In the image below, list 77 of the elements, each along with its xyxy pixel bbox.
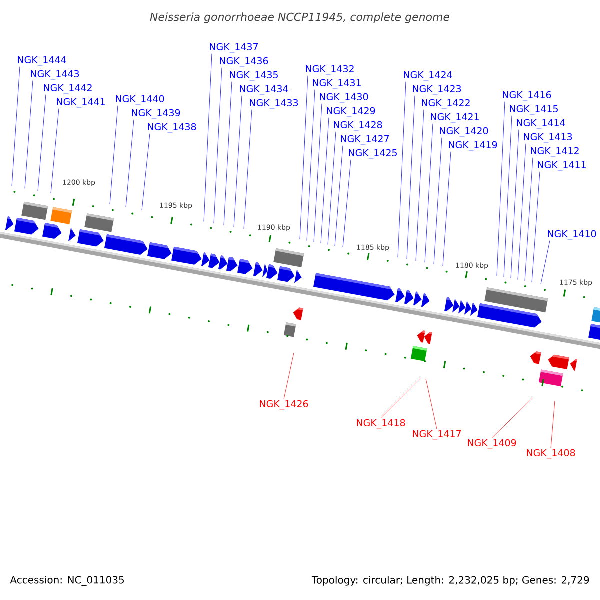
gene-label: NGK_1422: [422, 99, 470, 109]
gene-label: NGK_1412: [531, 147, 579, 157]
leader-line: [532, 172, 540, 283]
leader-line: [320, 118, 330, 244]
leader-line: [518, 144, 526, 280]
leader-line: [12, 66, 20, 186]
gene-label: NGK_1414: [517, 119, 566, 129]
leader-line: [510, 130, 520, 279]
gene-label: NGK_1432: [306, 65, 354, 75]
gene-label: NGK_1416: [503, 91, 552, 101]
gene-label: NGK_1440: [116, 95, 164, 105]
gene-label: NGK_1410: [548, 230, 596, 240]
leader-line: [244, 110, 252, 230]
leader-line: [224, 82, 232, 226]
leader-line: [342, 160, 352, 248]
leader-line: [126, 120, 134, 208]
leader-line: [504, 116, 512, 278]
leader-line: [110, 106, 118, 204]
gene-label: NGK_1426: [260, 400, 308, 410]
gene-label: NGK_1415: [510, 105, 558, 115]
gene-label: NGK_1423: [413, 85, 462, 95]
gene-label: NGK_1434: [240, 85, 288, 95]
gene-label: NGK_1413: [524, 133, 572, 143]
gene-label: NGK_1441: [57, 98, 105, 108]
leader-line: [142, 134, 150, 210]
gene-label: NGK_1424: [404, 71, 452, 81]
gene-label: NGK_1420: [440, 127, 488, 137]
gene-label: NGK_1428: [334, 121, 382, 131]
gene-label: NGK_1429: [327, 107, 376, 117]
leader-line: [50, 108, 60, 194]
gene-label: NGK_1419: [449, 141, 498, 151]
gene-label: NGK_1411: [538, 161, 586, 171]
gene-label: NGK_1425: [349, 149, 397, 159]
leader-line: [234, 96, 242, 228]
leader-line: [398, 82, 406, 258]
gene-label: NGK_1409: [468, 439, 516, 449]
accession-text: Accession: NC_011035: [10, 576, 124, 586]
leader-line: [442, 152, 452, 266]
leader-line: [284, 352, 294, 400]
gene-label: NGK_1438: [148, 123, 196, 133]
leader-line: [328, 132, 336, 245]
leader-line: [38, 94, 46, 192]
gene-label: NGK_1442: [44, 84, 92, 94]
leader-line: [524, 158, 534, 282]
leader-line: [416, 110, 424, 262]
leader-line: [334, 146, 344, 246]
gene-label: NGK_1421: [431, 113, 479, 123]
gene-label: NGK_1435: [230, 71, 278, 81]
gene-label: NGK_1418: [357, 419, 406, 429]
gene-label: NGK_1417: [413, 430, 461, 440]
title: Neisseria gonorrhoeae NCCP11945, complete genome: [150, 12, 450, 24]
gene-label: NGK_1408: [527, 449, 576, 459]
gene-label: NGK_1427: [341, 135, 389, 145]
gene-label: NGK_1433: [250, 99, 298, 109]
gene-label: NGK_1437: [210, 43, 258, 53]
leader-line: [24, 80, 34, 189]
leader-line: [306, 90, 316, 241]
gene-label: NGK_1431: [313, 79, 361, 89]
leader-line: [204, 54, 212, 222]
leader-line: [434, 138, 442, 264]
leader-line: [314, 104, 322, 242]
leader-line: [380, 378, 422, 418]
leader-line: [300, 76, 308, 240]
gene-label: NGK_1444: [18, 56, 66, 66]
leader-line: [214, 68, 222, 224]
leader-line: [540, 240, 550, 284]
leader-line: [496, 102, 506, 276]
gene-label: NGK_1430: [320, 93, 368, 103]
genome-stats-text: Topology: circular; Length: 2,232,025 bp; Genes: 2,729: [312, 576, 590, 586]
leader-line: [492, 398, 534, 438]
gene-label: NGK_1443: [31, 70, 80, 80]
leader-line: [426, 378, 438, 430]
gene-label: NGK_1436: [220, 57, 268, 67]
gene-label: NGK_1439: [132, 109, 180, 119]
leader-line: [406, 96, 416, 260]
leader-line: [550, 400, 556, 448]
leader-line: [424, 124, 434, 263]
